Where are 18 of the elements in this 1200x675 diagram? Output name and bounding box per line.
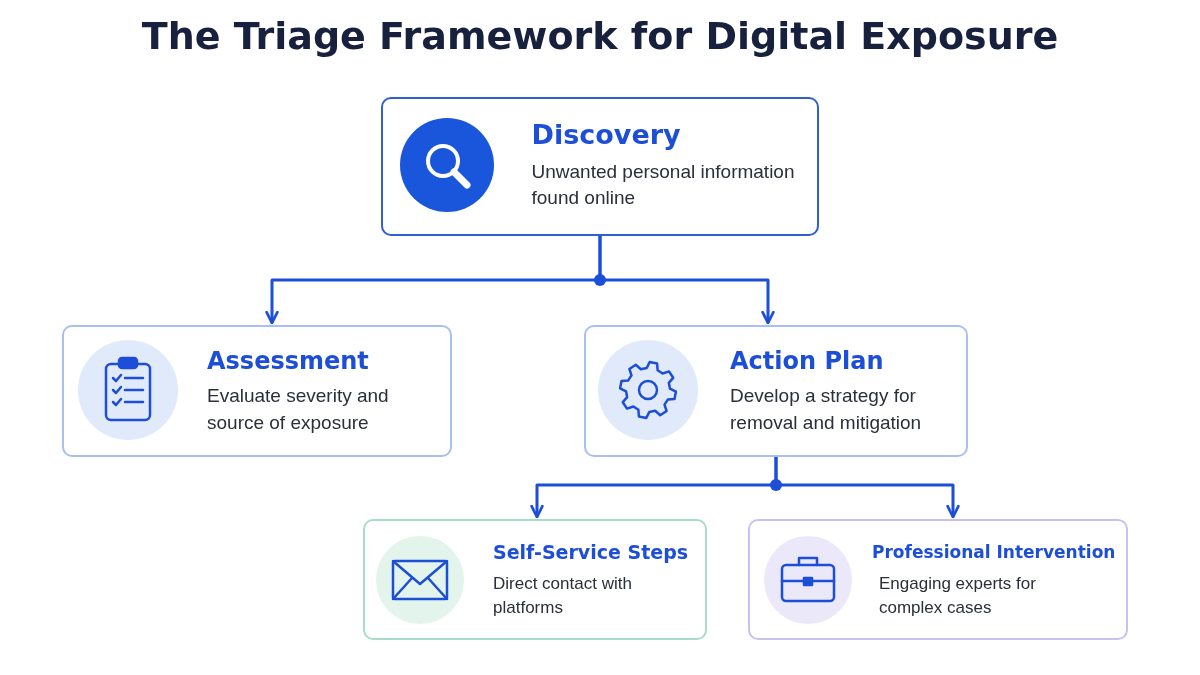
step-title: Professional Intervention (872, 542, 1116, 562)
step-description: Unwanted personal information found online (531, 159, 796, 211)
step-title: Self-Service Steps (493, 541, 689, 563)
step-title: Action Plan (730, 347, 884, 375)
process-box (363, 519, 707, 640)
process-box (62, 325, 452, 457)
process-box (584, 325, 968, 457)
step-title: Discovery (531, 118, 681, 150)
step-title: Assessment (207, 347, 369, 375)
process-box (748, 519, 1128, 640)
diagram-title: The Triage Framework for Digital Exposure (140, 14, 1060, 58)
arrow (598, 236, 775, 325)
step-description: Develop a strategy for removal and mitigation (730, 384, 923, 435)
step-description: Direct contact with platforms (493, 573, 633, 619)
step-description: Engaging experts for complex cases (879, 573, 1037, 619)
process-box (381, 97, 819, 236)
step-description: Evaluate severity and source of exposure (207, 384, 390, 435)
arrow (774, 457, 960, 519)
